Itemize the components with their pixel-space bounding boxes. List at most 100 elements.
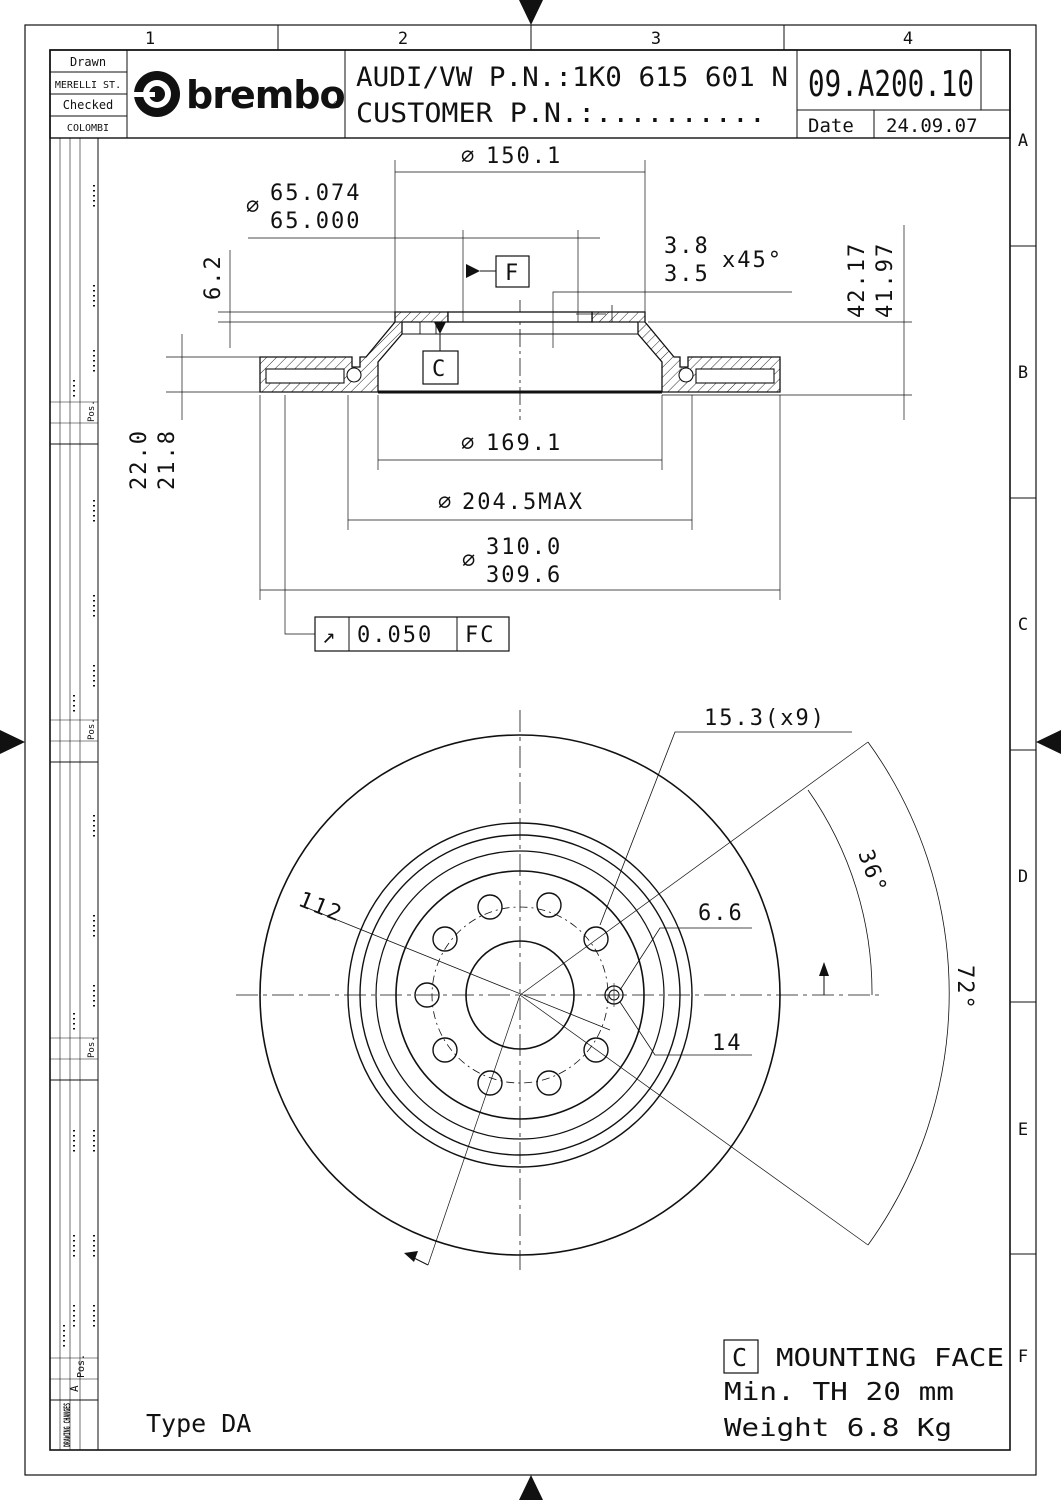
dim-outer-min: 309.6 xyxy=(486,563,562,588)
hat-top-edge xyxy=(375,850,665,1140)
datum-c: C xyxy=(422,322,459,385)
date-label: Date xyxy=(808,115,854,137)
grid-column-labels: 1 2 3 4 xyxy=(145,29,913,49)
drawn-label: Drawn xyxy=(70,55,106,69)
dim-chamfer: 3.8 3.5 x45° xyxy=(552,234,792,348)
dim-hat-step: 6.2 xyxy=(201,250,395,348)
disc-outer-edge xyxy=(259,734,781,1256)
min-thickness: Min. TH 20 mm xyxy=(724,1377,954,1406)
locating-pcd-callout: 14 xyxy=(712,1031,743,1056)
mounting-face-label: MOUNTING FACE xyxy=(776,1343,1004,1372)
locating-hole xyxy=(602,983,626,1007)
face-view-leaders: 15.3(x9) 112 6.6 14 36° 72° xyxy=(295,706,977,1266)
bolt-hole xyxy=(583,1037,609,1063)
dim-center-bore-sym: ⌀ xyxy=(246,194,261,219)
dim-height-min: 41.97 xyxy=(873,242,898,318)
dim-chamfer-max: 3.8 xyxy=(664,234,710,259)
dim-hub-bore: ⌀ 150.1 xyxy=(394,144,646,312)
section-view: ⌀ 150.1 ⌀ 65.074 65.000 6.2 3.8 3.5 x45° xyxy=(127,144,912,652)
disc-type: Type DA xyxy=(146,1409,251,1438)
vane-channel-right xyxy=(695,368,775,384)
runout-symbol: ↗ xyxy=(322,624,337,649)
dim-outer-diameter: ⌀ 310.0 309.6 xyxy=(259,395,781,600)
datum-f: F xyxy=(466,255,530,288)
grid-col-1: 1 xyxy=(145,29,155,49)
grid-row-b: B xyxy=(1018,363,1028,383)
grid-col-4: 4 xyxy=(903,29,913,49)
pos-label-2: Pos. xyxy=(87,718,97,740)
dim-hub-bore-value: 150.1 xyxy=(486,144,562,169)
friction-ring-inner-edge xyxy=(347,822,693,1168)
bolt-hole xyxy=(432,926,458,952)
rotation-arrow-left-icon xyxy=(404,1251,418,1262)
centering-mark-right xyxy=(1036,730,1061,754)
dim-chamfer-angle: x45° xyxy=(722,248,783,273)
bolt-hole xyxy=(536,892,562,918)
checked-by: COLOMBI xyxy=(67,123,109,134)
dim-thickness: 22.0 21.8 xyxy=(127,334,260,490)
grid-row-d: D xyxy=(1018,867,1028,887)
datum-c-label: C xyxy=(432,357,447,382)
dim-inner-diameter: ⌀ 204.5MAX xyxy=(347,395,693,530)
grid-col-2: 2 xyxy=(398,29,408,49)
grid-row-labels: A B C D E F xyxy=(1018,131,1028,1367)
pos-label-1: Pos. xyxy=(87,400,97,422)
hat-top-plate xyxy=(447,311,593,323)
dim-center-bore: ⌀ 65.074 65.000 xyxy=(246,181,600,322)
grid-row-c: C xyxy=(1018,615,1028,635)
dim-height-max: 42.17 xyxy=(845,242,870,318)
grid-row-f: F xyxy=(1018,1347,1028,1367)
centering-mark-bottom xyxy=(519,1475,543,1500)
dim-inner-diameter-value: 204.5MAX xyxy=(462,490,584,515)
grid-row-a: A xyxy=(1018,131,1028,151)
vane-channel-left xyxy=(265,368,345,384)
title-block: Drawn MERELLI ST. Checked COLOMBI brembo… xyxy=(49,49,1011,139)
bolt-hole-callout: 15.3(x9) xyxy=(704,706,826,731)
runout-value: 0.050 xyxy=(357,623,433,648)
dim-thickness-min: 21.8 xyxy=(155,429,180,490)
hat-face-edge xyxy=(395,870,645,1120)
dim-inner-diameter-sym: ⌀ xyxy=(438,490,453,515)
dim-chamfer-min: 3.5 xyxy=(664,262,710,287)
dim-hat-diameter-value: 169.1 xyxy=(486,431,562,456)
bolt-hole xyxy=(536,1070,562,1096)
centering-mark-left xyxy=(0,730,25,754)
face-view: 15.3(x9) 112 6.6 14 36° 72° xyxy=(236,706,977,1270)
dim-center-bore-max: 65.074 xyxy=(270,181,361,206)
dim-center-bore-min: 65.000 xyxy=(270,209,361,234)
dim-hat-diameter-sym: ⌀ xyxy=(461,431,476,456)
pcd-callout: 112 xyxy=(295,887,347,927)
dim-hat-diameter: ⌀ 169.1 xyxy=(377,395,663,470)
grid-row-e: E xyxy=(1018,1120,1028,1140)
bolt-hole xyxy=(477,894,503,920)
drawn-by: MERELLI ST. xyxy=(55,80,121,91)
mounting-face-ref: C xyxy=(732,1343,747,1372)
datum-f-label: F xyxy=(505,261,520,286)
rotation-arrow-up-icon xyxy=(819,962,829,976)
dim-hub-bore-sym: ⌀ xyxy=(461,144,476,169)
notes-block: Type DA C MOUNTING FACE Min. TH 20 mm We… xyxy=(146,1339,1004,1442)
runout-reference: FC xyxy=(465,623,496,648)
dim-thickness-max: 22.0 xyxy=(127,429,152,490)
angle-large-callout: 72° xyxy=(952,965,977,1011)
brand-registered-mark: ® xyxy=(332,100,342,111)
drawing-changes-strip: Pos. Pos. Pos. Pos. A DRAWING CHANGES xyxy=(50,138,99,1450)
bolt-holes xyxy=(414,892,609,1096)
revision-a-label: A xyxy=(68,1385,81,1392)
bolt-hole xyxy=(414,982,440,1008)
pos-label-4: Pos. xyxy=(76,1354,87,1378)
bolt-hole xyxy=(432,1037,458,1063)
date-value: 24.09.07 xyxy=(886,115,978,137)
customer-part-line: CUSTOMER P.N.:.......... xyxy=(356,98,766,129)
drawing-changes-label: DRAWING CHANGES xyxy=(63,1403,73,1447)
centering-mark-top xyxy=(519,0,543,25)
brand-wordmark: brembo xyxy=(186,73,345,117)
pos-label-3: Pos. xyxy=(87,1036,97,1058)
weight: Weight 6.8 Kg xyxy=(724,1413,952,1442)
brembo-logo: brembo ® xyxy=(133,71,346,117)
grid-col-3: 3 xyxy=(651,29,661,49)
part-number: 09.A200.10 xyxy=(808,64,974,105)
center-bore xyxy=(465,940,575,1050)
dim-outer-max: 310.0 xyxy=(486,535,562,560)
